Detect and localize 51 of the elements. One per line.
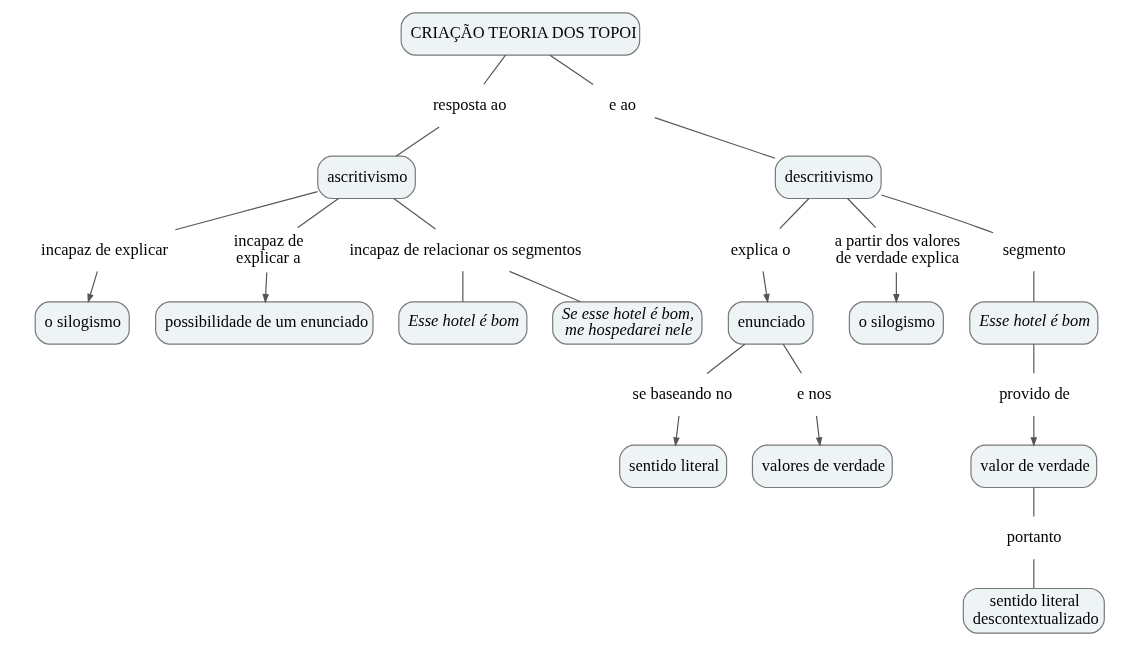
connector (778, 197, 809, 230)
node-box: Se esse hotel é bom, me hospedarei nele (551, 301, 702, 345)
connector (508, 270, 581, 303)
node-box: o silogismo (848, 301, 944, 345)
node-box: sentido literal descontextualizado (962, 587, 1105, 634)
node-text: incapaz de explicar a (233, 230, 304, 268)
arrow (892, 271, 900, 304)
arrow (672, 415, 680, 447)
connector (846, 197, 876, 229)
arrow (261, 271, 269, 304)
connector (706, 343, 745, 375)
node-box: descritivismo (774, 155, 882, 200)
node-text: e ao (608, 95, 636, 115)
node-box: o silogismo (34, 301, 130, 345)
arrow (815, 415, 822, 447)
connector (782, 343, 802, 374)
node-text: e nos (796, 384, 831, 404)
node-text: se baseando no (632, 384, 732, 404)
connector (1032, 270, 1034, 303)
node-box: CRIAÇÃO TEORIA DOS TOPOI (400, 12, 640, 56)
node-text: incapaz de explicar (40, 239, 168, 259)
node-text: a partir dos valores de verdade explica (834, 230, 960, 268)
node-text: provido de (998, 384, 1070, 404)
node-box: Esse hotel é bom (968, 301, 1098, 345)
connector (482, 54, 506, 85)
connector (880, 194, 994, 234)
connector (394, 126, 440, 157)
node-box: sentido literal (618, 444, 727, 489)
connector (1032, 486, 1034, 518)
node-box: valores de verdade (751, 444, 893, 489)
connector (548, 54, 594, 86)
connector (174, 191, 318, 231)
connector (461, 270, 463, 303)
connector (296, 197, 339, 229)
node-text: incapaz de relacionar os segmentos (348, 239, 581, 259)
node-text: resposta ao (432, 95, 506, 115)
connector (653, 117, 776, 159)
arrow (1030, 415, 1037, 447)
node-box: valor de verdade (969, 444, 1097, 489)
node-text: segmento (1002, 239, 1066, 259)
arrow (762, 270, 770, 304)
node-text: portanto (1006, 527, 1062, 547)
connector (1032, 558, 1034, 589)
node-box: Esse hotel é bom (397, 301, 527, 345)
node-text: explica o (730, 239, 791, 259)
connector (1032, 343, 1034, 374)
node-box: enunciado (727, 301, 814, 345)
connector (392, 197, 436, 230)
arrow (86, 270, 98, 304)
node-box: ascritivismo (316, 155, 416, 200)
node-box: possibilidade de um enunciado (154, 301, 374, 345)
